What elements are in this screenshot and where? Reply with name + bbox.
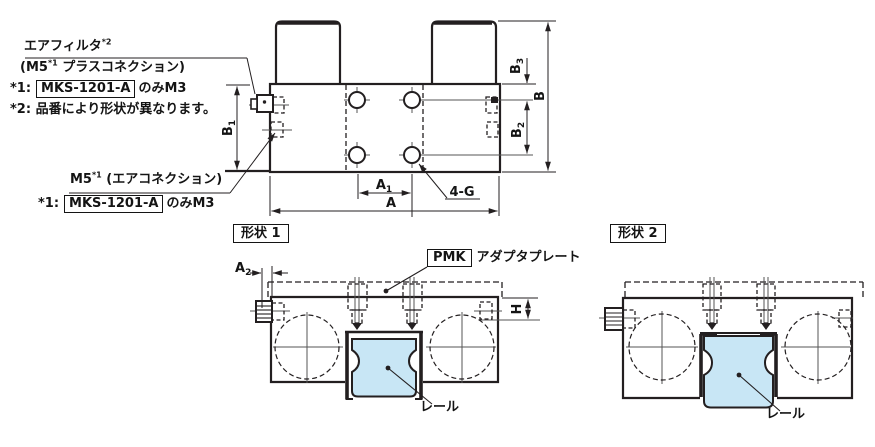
dim-label-a1: A1 — [376, 178, 392, 195]
shape1-rail — [351, 338, 417, 398]
dim-label-a2: A2 — [235, 261, 251, 278]
shape1-adapter-plate — [267, 281, 503, 297]
dim-label-4g: 4-G — [449, 185, 474, 200]
air-filter-connection-label: (M5*1 プラスコネクション) — [20, 58, 185, 75]
pmk-part-badge: PMK — [427, 249, 472, 268]
shape1-h-dim — [502, 297, 538, 319]
part-number-badge: MKS-1201-A — [36, 80, 136, 98]
dim-label-h: H — [510, 304, 525, 315]
top-view-left-block — [274, 20, 342, 84]
dim-label-b2: B2 — [510, 122, 527, 138]
mounting-holes — [348, 91, 421, 164]
shape1-a2-dim — [250, 266, 288, 308]
right-port — [485, 96, 499, 138]
dim-label-b1: B1 — [221, 120, 238, 136]
shape1-drawing: A2 H — [235, 261, 540, 405]
shape1-fitting — [255, 300, 493, 323]
shape2-drawing — [599, 277, 864, 412]
air-filter-label: エアフィルタ*2 — [24, 37, 112, 54]
air-connection-label: M5*1 (エアコネクション) — [70, 170, 223, 187]
shape2-adapter-plate — [624, 281, 864, 298]
shape2-rail-channel — [699, 332, 778, 397]
shape1-title: 形状 1 — [233, 224, 289, 243]
top-view-body — [268, 82, 502, 174]
top-view-right-block — [430, 20, 498, 84]
top-view-drawing: B1 B B3 B2 A1 A 4-G — [25, 20, 556, 217]
dim-label-b: B — [533, 91, 548, 101]
shape1-leaders — [383, 266, 433, 405]
part-number-badge: MKS-1201-A — [64, 195, 164, 213]
rail-label-shape2: レール — [766, 407, 806, 422]
note-shape-differs: *2: 品番により形状が異なります。 — [10, 102, 217, 117]
dim-label-b3: B3 — [509, 58, 526, 74]
shape2-rail — [703, 335, 774, 409]
shape2-title: 形状 2 — [610, 224, 666, 243]
shape1-rail-channel — [345, 330, 423, 400]
shape2-leaders — [736, 372, 781, 412]
top-view-dimension-lines — [25, 20, 556, 217]
dim-label-a: A — [386, 196, 396, 211]
shape2-fitting — [604, 307, 852, 331]
air-filter-fitting — [250, 94, 285, 138]
rail-label-shape1: レール — [420, 400, 460, 415]
